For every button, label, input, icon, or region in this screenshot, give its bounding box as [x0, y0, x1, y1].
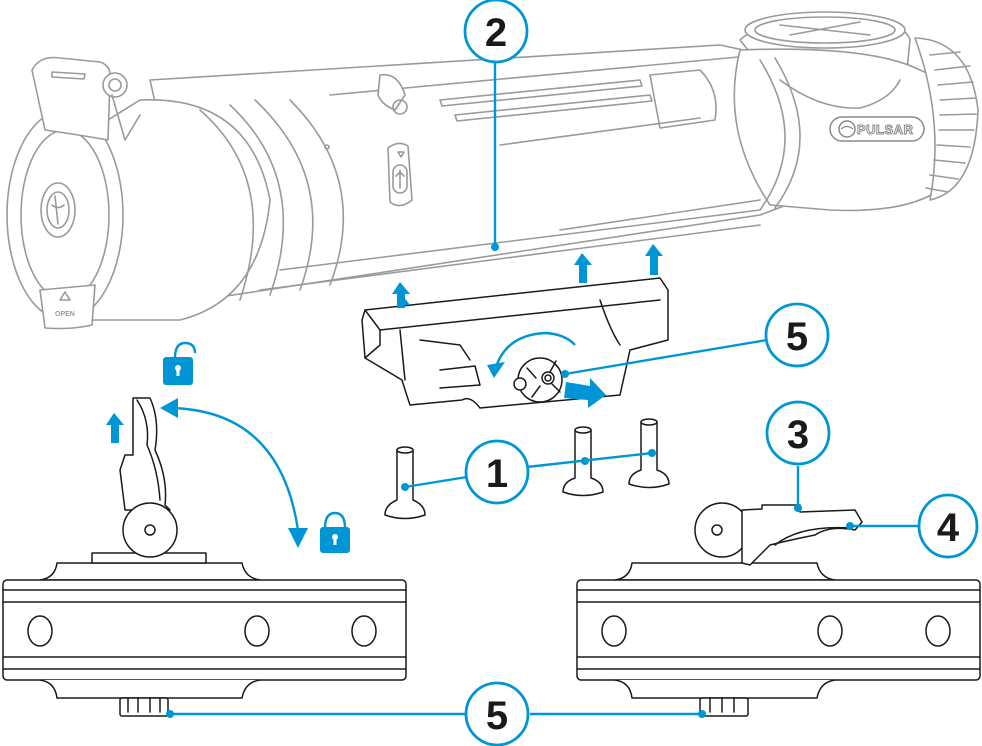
mount-base-left [2, 562, 407, 717]
callout-number: 5 [786, 315, 808, 359]
callout-5-bottom: 5 [464, 681, 530, 746]
callout-number: 5 [486, 694, 508, 738]
arrow-up-icon [106, 413, 124, 443]
unlocked-padlock-icon [163, 341, 197, 385]
pull-arrow-icon [564, 378, 606, 408]
brand-logo-text: PULSAR [857, 122, 914, 137]
riflescope: OPEN PULSAR [6, 11, 979, 330]
callout-1: 1 [464, 439, 530, 505]
callout-number: 1 [486, 452, 508, 496]
arrow-up-icon [645, 244, 663, 275]
rotate-arrow-icon [487, 331, 576, 378]
callout-number: 2 [485, 11, 507, 55]
callout-5-top: 5 [764, 302, 830, 368]
lock-rotate-arrow-icon [160, 398, 308, 548]
callout-3: 3 [765, 400, 831, 466]
arrow-up-icon [574, 253, 592, 283]
lever-upright [91, 397, 207, 564]
callout-4: 4 [917, 493, 979, 559]
locked-padlock-icon [320, 511, 350, 553]
mount-knob [513, 357, 563, 403]
mount-base-right [576, 562, 981, 717]
scope-mount [361, 277, 669, 409]
callout-number: 3 [787, 413, 809, 457]
open-label: OPEN [55, 311, 75, 318]
callout-2: 2 [463, 0, 529, 64]
arrow-up-icon [392, 282, 410, 308]
leader-lines [166, 62, 919, 718]
callout-number: 4 [937, 506, 960, 550]
lever-folded [694, 502, 863, 566]
eyepiece-knurling [925, 51, 977, 193]
pulsar-logo: PULSAR [829, 116, 925, 142]
screw [384, 446, 426, 520]
